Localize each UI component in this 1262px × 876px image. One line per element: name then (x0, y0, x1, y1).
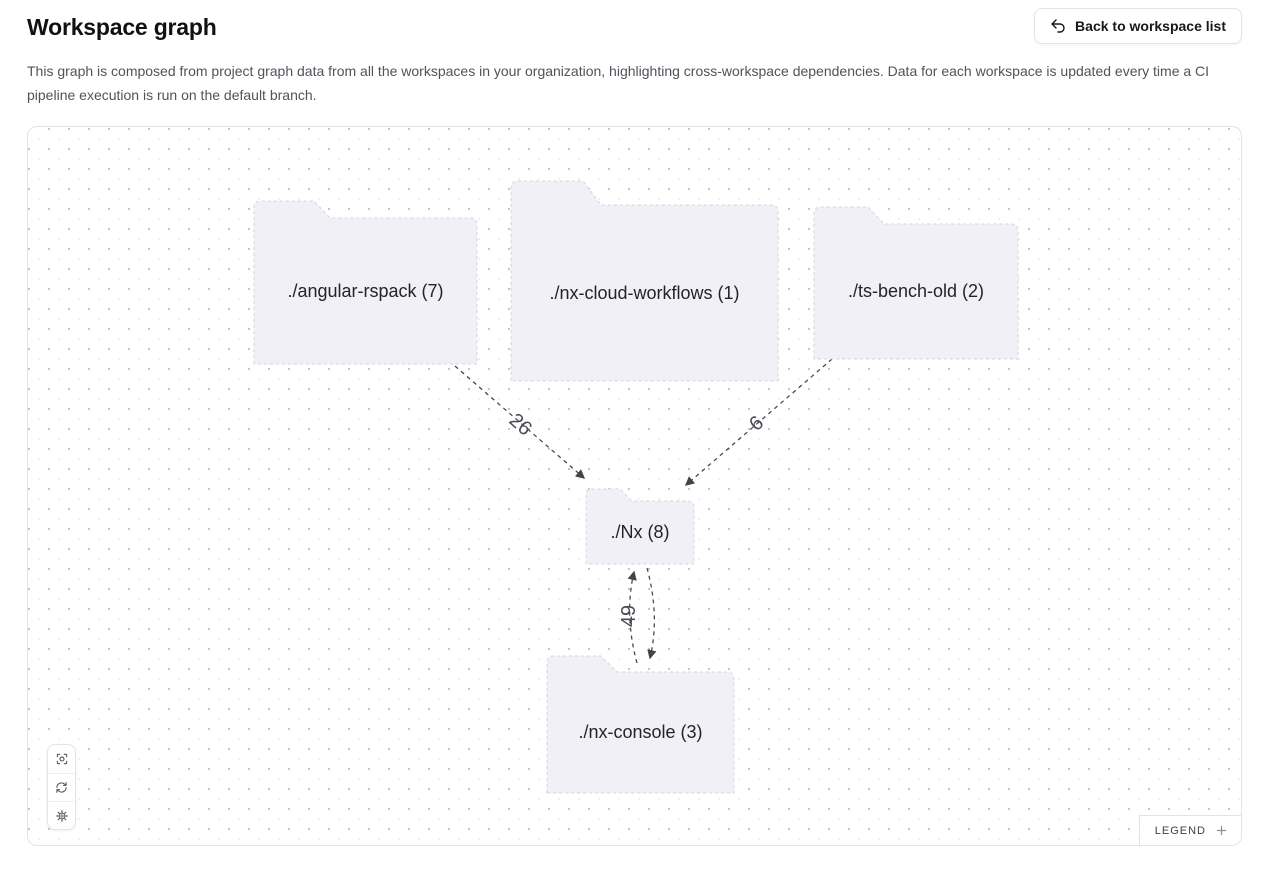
workspace-graph-canvas[interactable]: 26 6 49 ./angular-rspack (7) ./nx-cloud-… (27, 126, 1242, 846)
folder-shape (253, 200, 478, 365)
node-angular-rspack[interactable]: ./angular-rspack (7) (253, 200, 478, 365)
edge-ts-bench-old-to-nx (684, 358, 833, 486)
edge-count-label: 6 (745, 412, 768, 436)
legend-label: LEGEND (1154, 824, 1206, 837)
folder-shape (546, 655, 735, 794)
back-to-workspace-list-button[interactable]: Back to workspace list (1034, 8, 1242, 44)
page-header: Workspace graph Back to workspace list (27, 8, 1242, 44)
back-button-label: Back to workspace list (1075, 18, 1226, 34)
folder-shape (510, 180, 779, 382)
workspace-graph-page: Workspace graph Back to workspace list T… (27, 8, 1242, 846)
node-nx[interactable]: ./Nx (8) (585, 488, 695, 565)
edge-count-label: 49 (618, 605, 640, 627)
refresh-button[interactable] (48, 773, 75, 801)
settings-icon (55, 809, 69, 823)
plus-icon (1215, 824, 1228, 837)
graph-toolbar (47, 744, 76, 830)
fit-view-icon (55, 752, 69, 766)
node-ts-bench-old[interactable]: ./ts-bench-old (2) (813, 206, 1019, 360)
edge-nx-console-to-nx (627, 570, 638, 664)
arrow-uturn-left-icon (1050, 18, 1066, 34)
legend-toggle[interactable]: LEGEND (1138, 815, 1241, 845)
settings-button[interactable] (48, 801, 75, 829)
folder-shape (813, 206, 1019, 360)
folder-shape (585, 488, 695, 565)
fit-view-button[interactable] (48, 745, 75, 773)
edge-nx-to-nx-console (646, 567, 657, 660)
page-description: This graph is composed from project grap… (27, 63, 1210, 103)
page-title: Workspace graph (27, 14, 217, 40)
refresh-icon (55, 781, 68, 794)
node-nx-console[interactable]: ./nx-console (3) (546, 655, 735, 794)
dependency-edges: 26 6 49 (454, 358, 833, 664)
node-nx-cloud-workflows[interactable]: ./nx-cloud-workflows (1) (510, 180, 779, 382)
